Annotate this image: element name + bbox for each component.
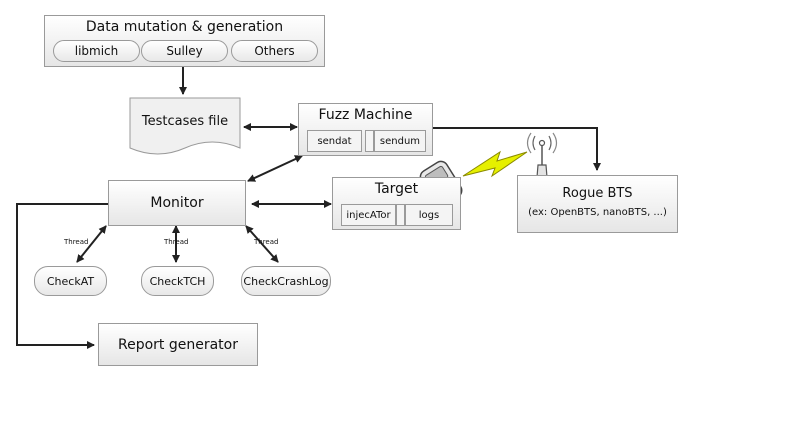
report-generator-box: Report generator — [98, 323, 258, 366]
rogue-bts-subtitle: (ex: OpenBTS, nanoBTS, ...) — [528, 207, 667, 218]
thread-label-checkcrashlog: Thread — [254, 238, 279, 246]
monitor-title: Monitor — [150, 195, 204, 211]
target-title: Target — [374, 181, 419, 197]
tool-sulley: Sulley — [141, 40, 228, 62]
fuzz-cell-divider — [365, 130, 374, 152]
arrow-fuzz-monitor — [247, 155, 303, 182]
lightning-bolt-icon — [462, 150, 528, 178]
tool-others: Others — [231, 40, 318, 62]
fuzz-cell-sendat: sendat — [307, 130, 362, 152]
target-cell-logs: logs — [405, 204, 453, 226]
rogue-bts-box: Rogue BTS (ex: OpenBTS, nanoBTS, ...) — [517, 175, 678, 233]
report-generator-title: Report generator — [118, 336, 238, 353]
tool-libmich: libmich — [53, 40, 140, 62]
data-mutation-box: Data mutation & generation libmich Sulle… — [44, 15, 325, 67]
check-checkat: CheckAT — [34, 266, 107, 296]
check-checktch: CheckTCH — [141, 266, 214, 296]
fuzz-machine-box: Fuzz Machine sendat sendum — [298, 103, 433, 156]
fuzz-cell-sendum: sendum — [374, 130, 426, 152]
arrow-monitor-checkat — [76, 225, 107, 263]
arrow-fuzz-to-bts — [433, 127, 601, 171]
target-box: Target injecATor logs — [332, 177, 461, 230]
target-cell-divider — [396, 204, 405, 226]
fuzz-machine-title: Fuzz Machine — [318, 107, 413, 123]
thread-label-checkat: Thread — [64, 238, 89, 246]
check-checkcrashlog: CheckCrashLog — [241, 266, 331, 296]
data-mutation-title: Data mutation & generation — [85, 19, 284, 35]
monitor-box: Monitor — [108, 180, 246, 226]
testcases-document-shape — [129, 97, 241, 155]
testcases-file-label: Testcases file — [141, 114, 229, 129]
arrow-monitor-checkcrashlog — [245, 225, 279, 263]
target-cell-injecator: injecATor — [341, 204, 396, 226]
thread-label-checktch: Thread — [164, 238, 189, 246]
rogue-bts-title: Rogue BTS — [562, 186, 633, 201]
arrow-monitor-to-report — [16, 203, 108, 349]
